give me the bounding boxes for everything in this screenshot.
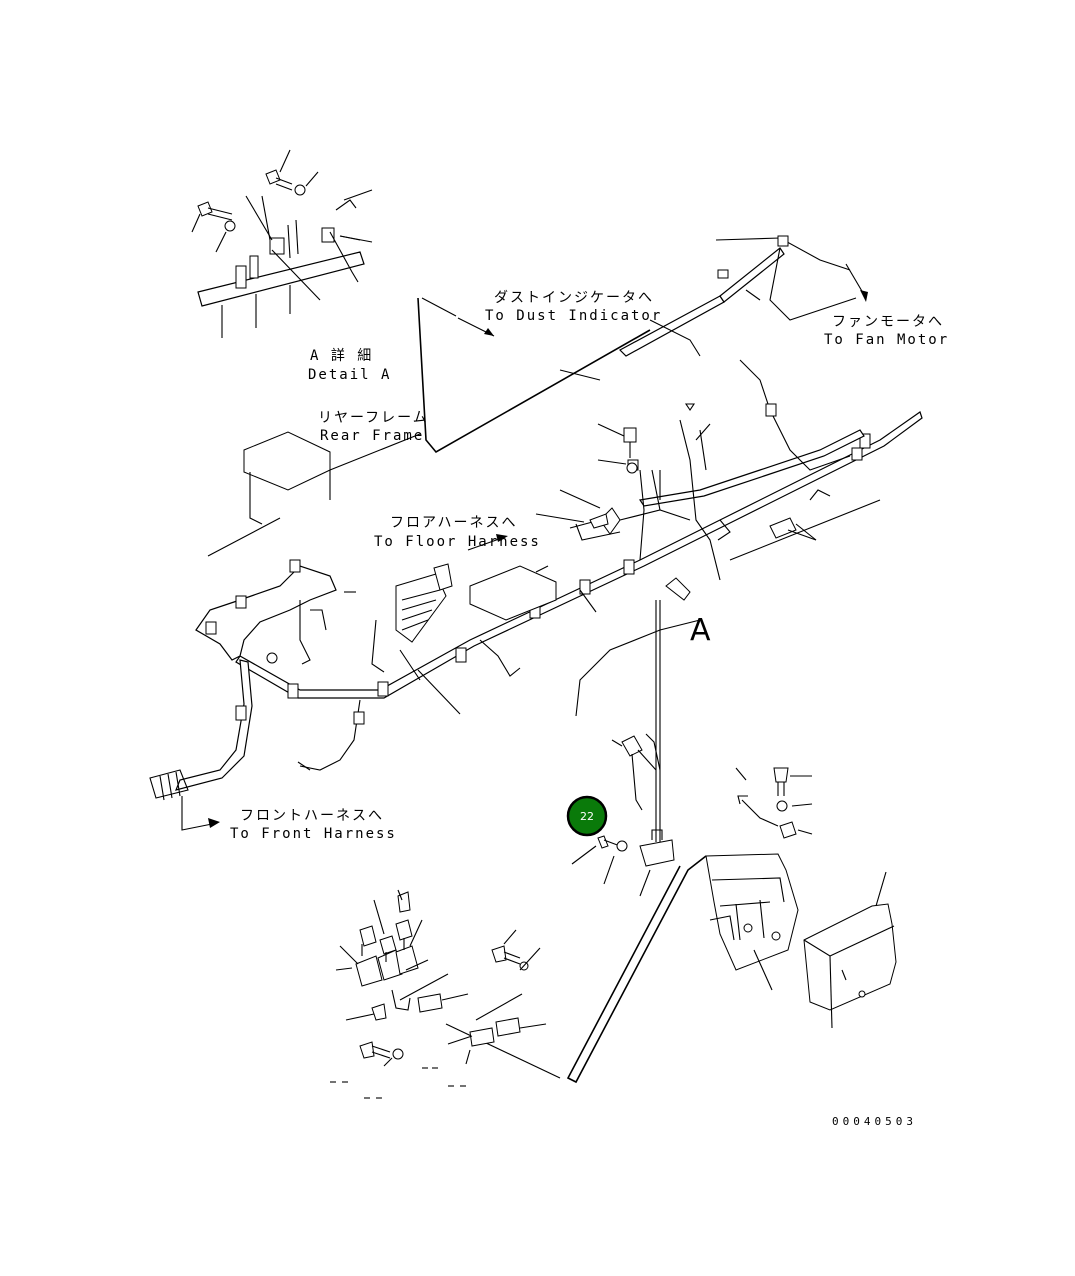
front-harness-jp-label: フロントハーネスへ <box>240 808 384 824</box>
assembly-arrow-icon <box>665 577 691 601</box>
front-harness-arrow-icon <box>208 818 220 828</box>
relay-and-clamp-parts <box>330 889 547 1099</box>
detail-a-jp-label: A 詳 細 <box>310 348 373 364</box>
dust-indicator-arrow-icon <box>484 328 494 336</box>
fan-motor-arrow-icon <box>860 290 868 302</box>
detail-a-en-label: Detail A <box>308 367 391 383</box>
floor-harness-jp-label: フロアハーネスへ <box>390 515 517 531</box>
callout-22-badge[interactable]: 22 <box>566 795 608 837</box>
rear-frame-en-label: Rear Frame <box>320 428 424 444</box>
main-harness <box>149 319 923 801</box>
rear-frame-jp-label: リヤーフレーム <box>318 410 429 426</box>
floor-harness-arrow-icon <box>496 534 508 542</box>
rear-frame-drawing <box>207 431 421 557</box>
view-a-label: A <box>690 613 711 648</box>
detail-a-drawing <box>191 149 373 338</box>
fan-motor-wiring <box>619 235 868 357</box>
front-harness-en-label: To Front Harness <box>230 826 397 842</box>
fan-motor-jp-label: ファンモータへ <box>832 314 944 330</box>
dust-indicator-wire <box>417 297 651 454</box>
document-number: 00040503 <box>832 1115 917 1128</box>
callout-22-number: 22 <box>580 810 594 823</box>
controller-bracket-assembly <box>445 733 897 1084</box>
floor-harness-en-label: To Floor Harness <box>374 534 541 550</box>
fan-motor-en-label: To Fan Motor <box>824 332 949 348</box>
dust-indicator-en-label: To Dust Indicator <box>485 308 662 324</box>
dust-indicator-jp-label: ダストインジケータへ <box>494 290 654 306</box>
callout-22-circle <box>566 795 608 837</box>
